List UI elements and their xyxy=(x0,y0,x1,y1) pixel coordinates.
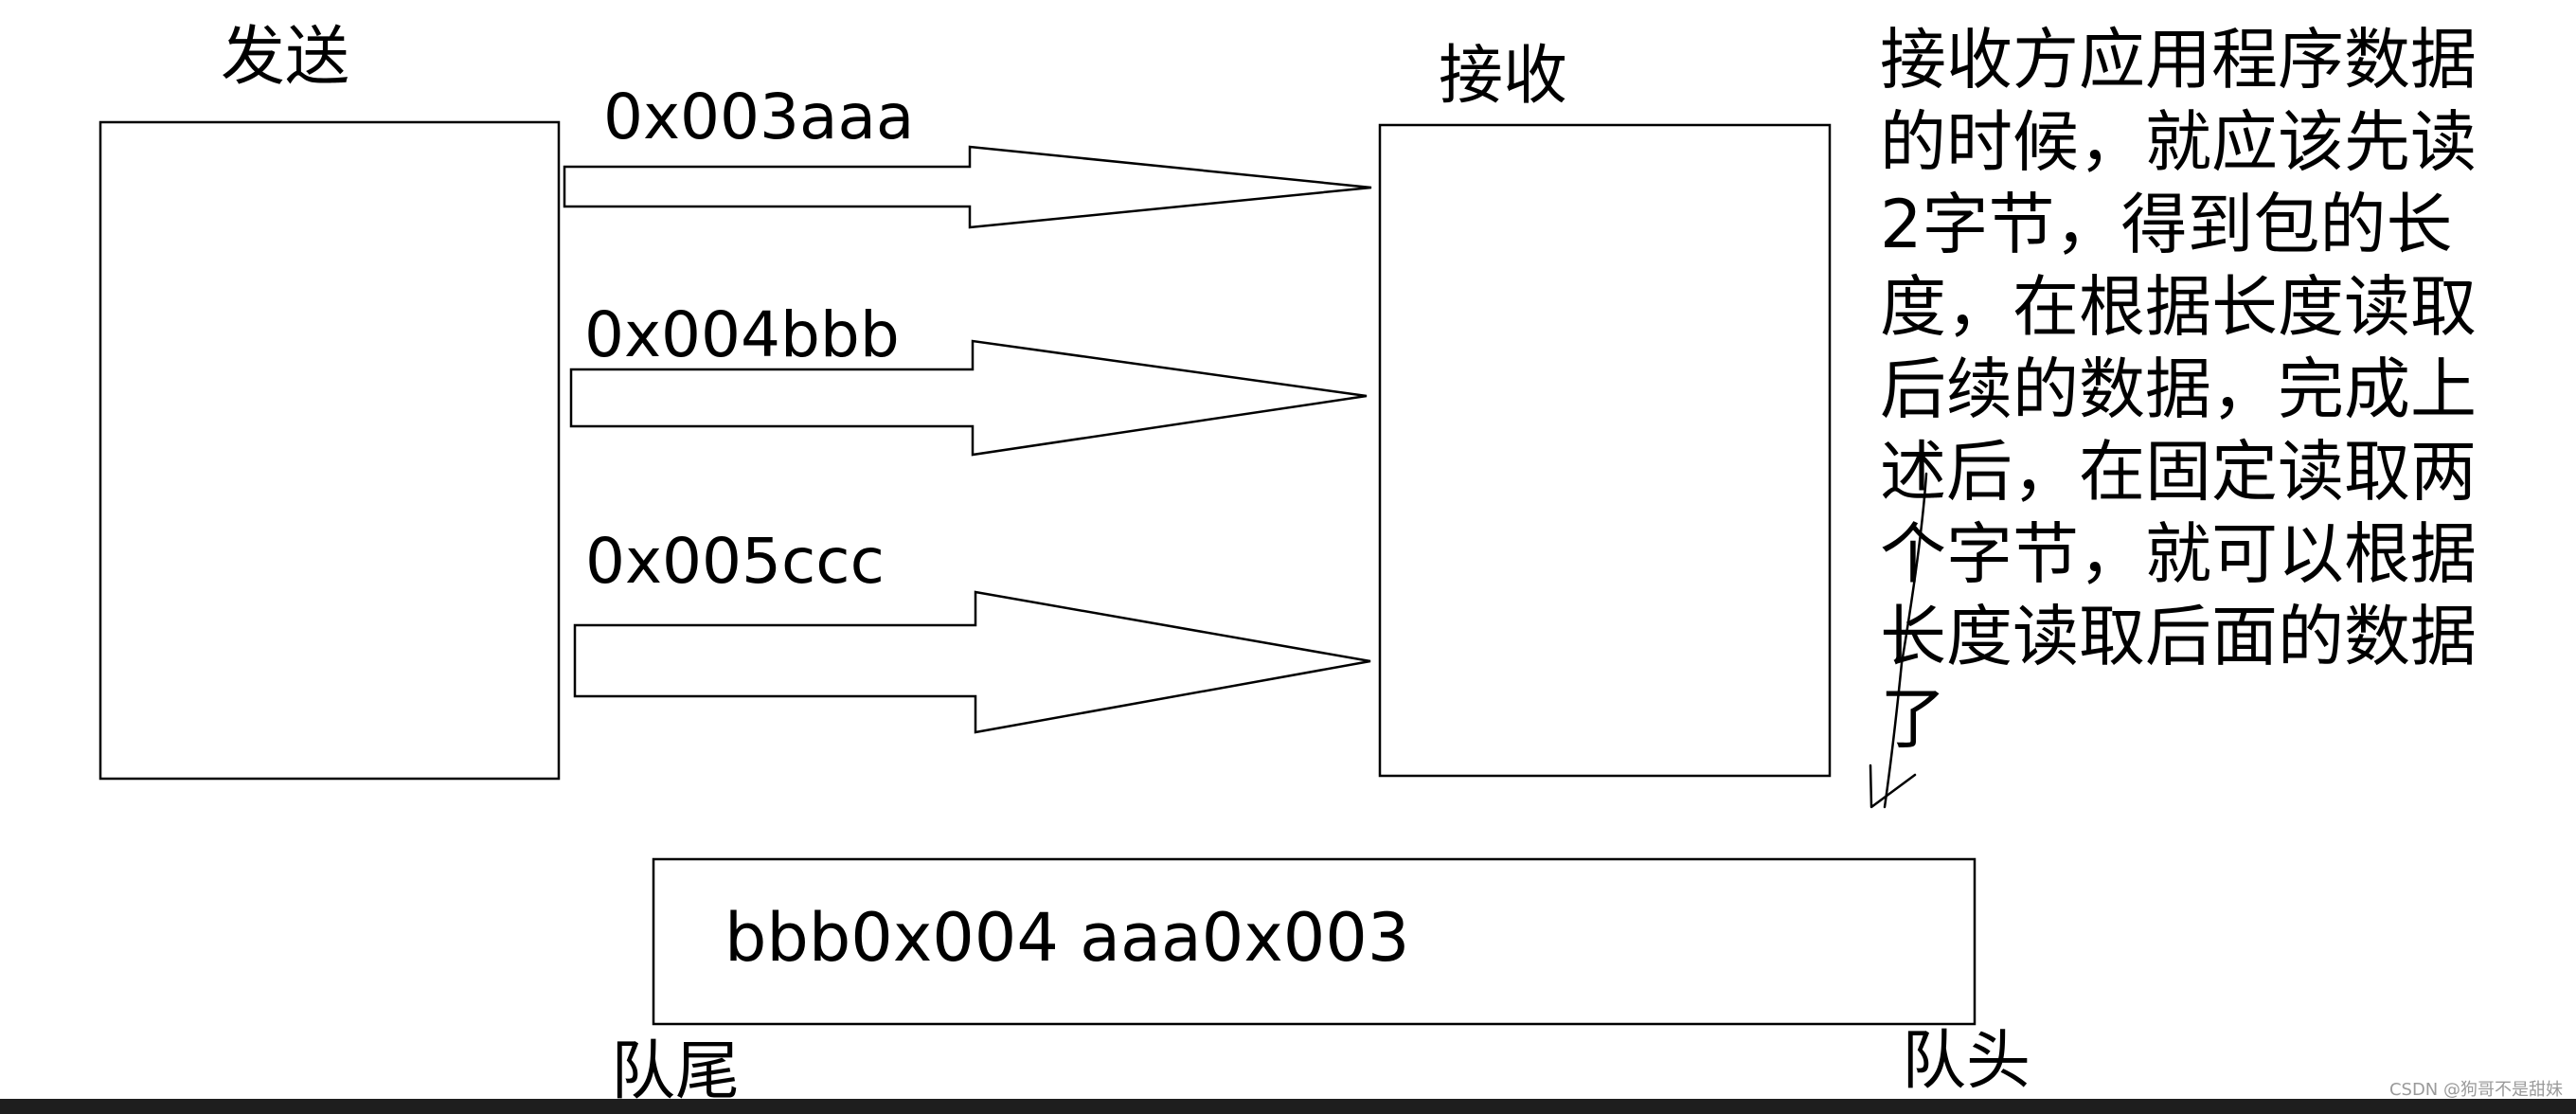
receiver-box xyxy=(1378,123,1832,778)
queue-content: bbb0x004 aaa0x003 xyxy=(724,899,1410,977)
read-direction-arrow xyxy=(1883,472,1928,809)
packet-arrow-3 xyxy=(573,590,1371,734)
read-direction-arrowhead xyxy=(1869,764,1917,809)
queue-box xyxy=(652,857,1977,1026)
packet-label-1: 0x003aaa xyxy=(603,81,915,153)
packet-arrow-1 xyxy=(563,145,1372,229)
explanation-note: 接收方应用程序数据 的时候，就应该先读 2字节，得到包的长 度，在根据长度读取 … xyxy=(1880,21,2477,758)
receiver-label: 接收 xyxy=(1439,39,1568,114)
sender-box xyxy=(98,120,561,781)
queue-head-label: 队头 xyxy=(1902,1024,2031,1099)
bottom-bar xyxy=(0,1099,2576,1114)
queue-tail-label: 队尾 xyxy=(611,1034,741,1109)
packet-arrow-2 xyxy=(569,339,1368,457)
watermark: CSDN @狗哥不是甜妹 xyxy=(2388,1080,2563,1100)
packet-label-2: 0x004bbb xyxy=(584,298,900,371)
sender-label: 发送 xyxy=(221,20,350,95)
packet-label-3: 0x005ccc xyxy=(585,525,885,598)
